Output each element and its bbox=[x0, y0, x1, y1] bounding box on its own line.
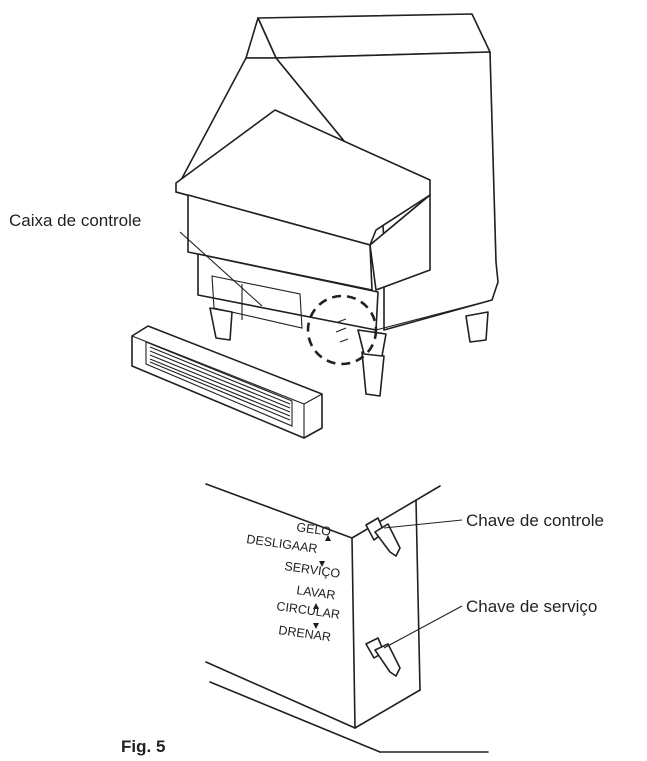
position-label-circulate: CIRCULAR bbox=[276, 599, 341, 622]
position-label-wash: LAVAR bbox=[296, 583, 337, 602]
service-toggle-switch[interactable] bbox=[365, 637, 401, 677]
switch-icon-small bbox=[335, 318, 349, 343]
leg-front-right bbox=[361, 351, 385, 397]
position-label-ice: GELO bbox=[296, 520, 333, 539]
control-box-leader bbox=[179, 231, 263, 307]
control-switch-leader bbox=[383, 519, 463, 529]
position-arrows bbox=[313, 535, 331, 629]
front-grille-panel bbox=[131, 325, 323, 439]
control-box-callout: Caixa de controle bbox=[9, 211, 141, 230]
leg-rear-right bbox=[465, 311, 489, 343]
position-label-service: SERVIÇO bbox=[284, 559, 342, 581]
leg-front-left bbox=[209, 307, 233, 341]
cabinet-top-panel bbox=[257, 13, 491, 59]
control-box-outline bbox=[211, 275, 303, 329]
detail-view bbox=[205, 483, 489, 753]
service-switch-callout: Chave de serviço bbox=[466, 597, 597, 616]
position-label-off: DESLIGAAR bbox=[246, 532, 319, 556]
service-switch-leader bbox=[383, 605, 463, 649]
ice-machine-unit bbox=[131, 13, 499, 439]
control-toggle-switch[interactable] bbox=[365, 517, 401, 557]
bin-side-body bbox=[369, 194, 431, 291]
control-switch-callout: Chave de controle bbox=[466, 511, 604, 530]
switch-location-highlight bbox=[306, 294, 378, 366]
position-label-drain: DRENAR bbox=[278, 623, 332, 644]
figure-label: Fig. 5 bbox=[121, 737, 165, 756]
